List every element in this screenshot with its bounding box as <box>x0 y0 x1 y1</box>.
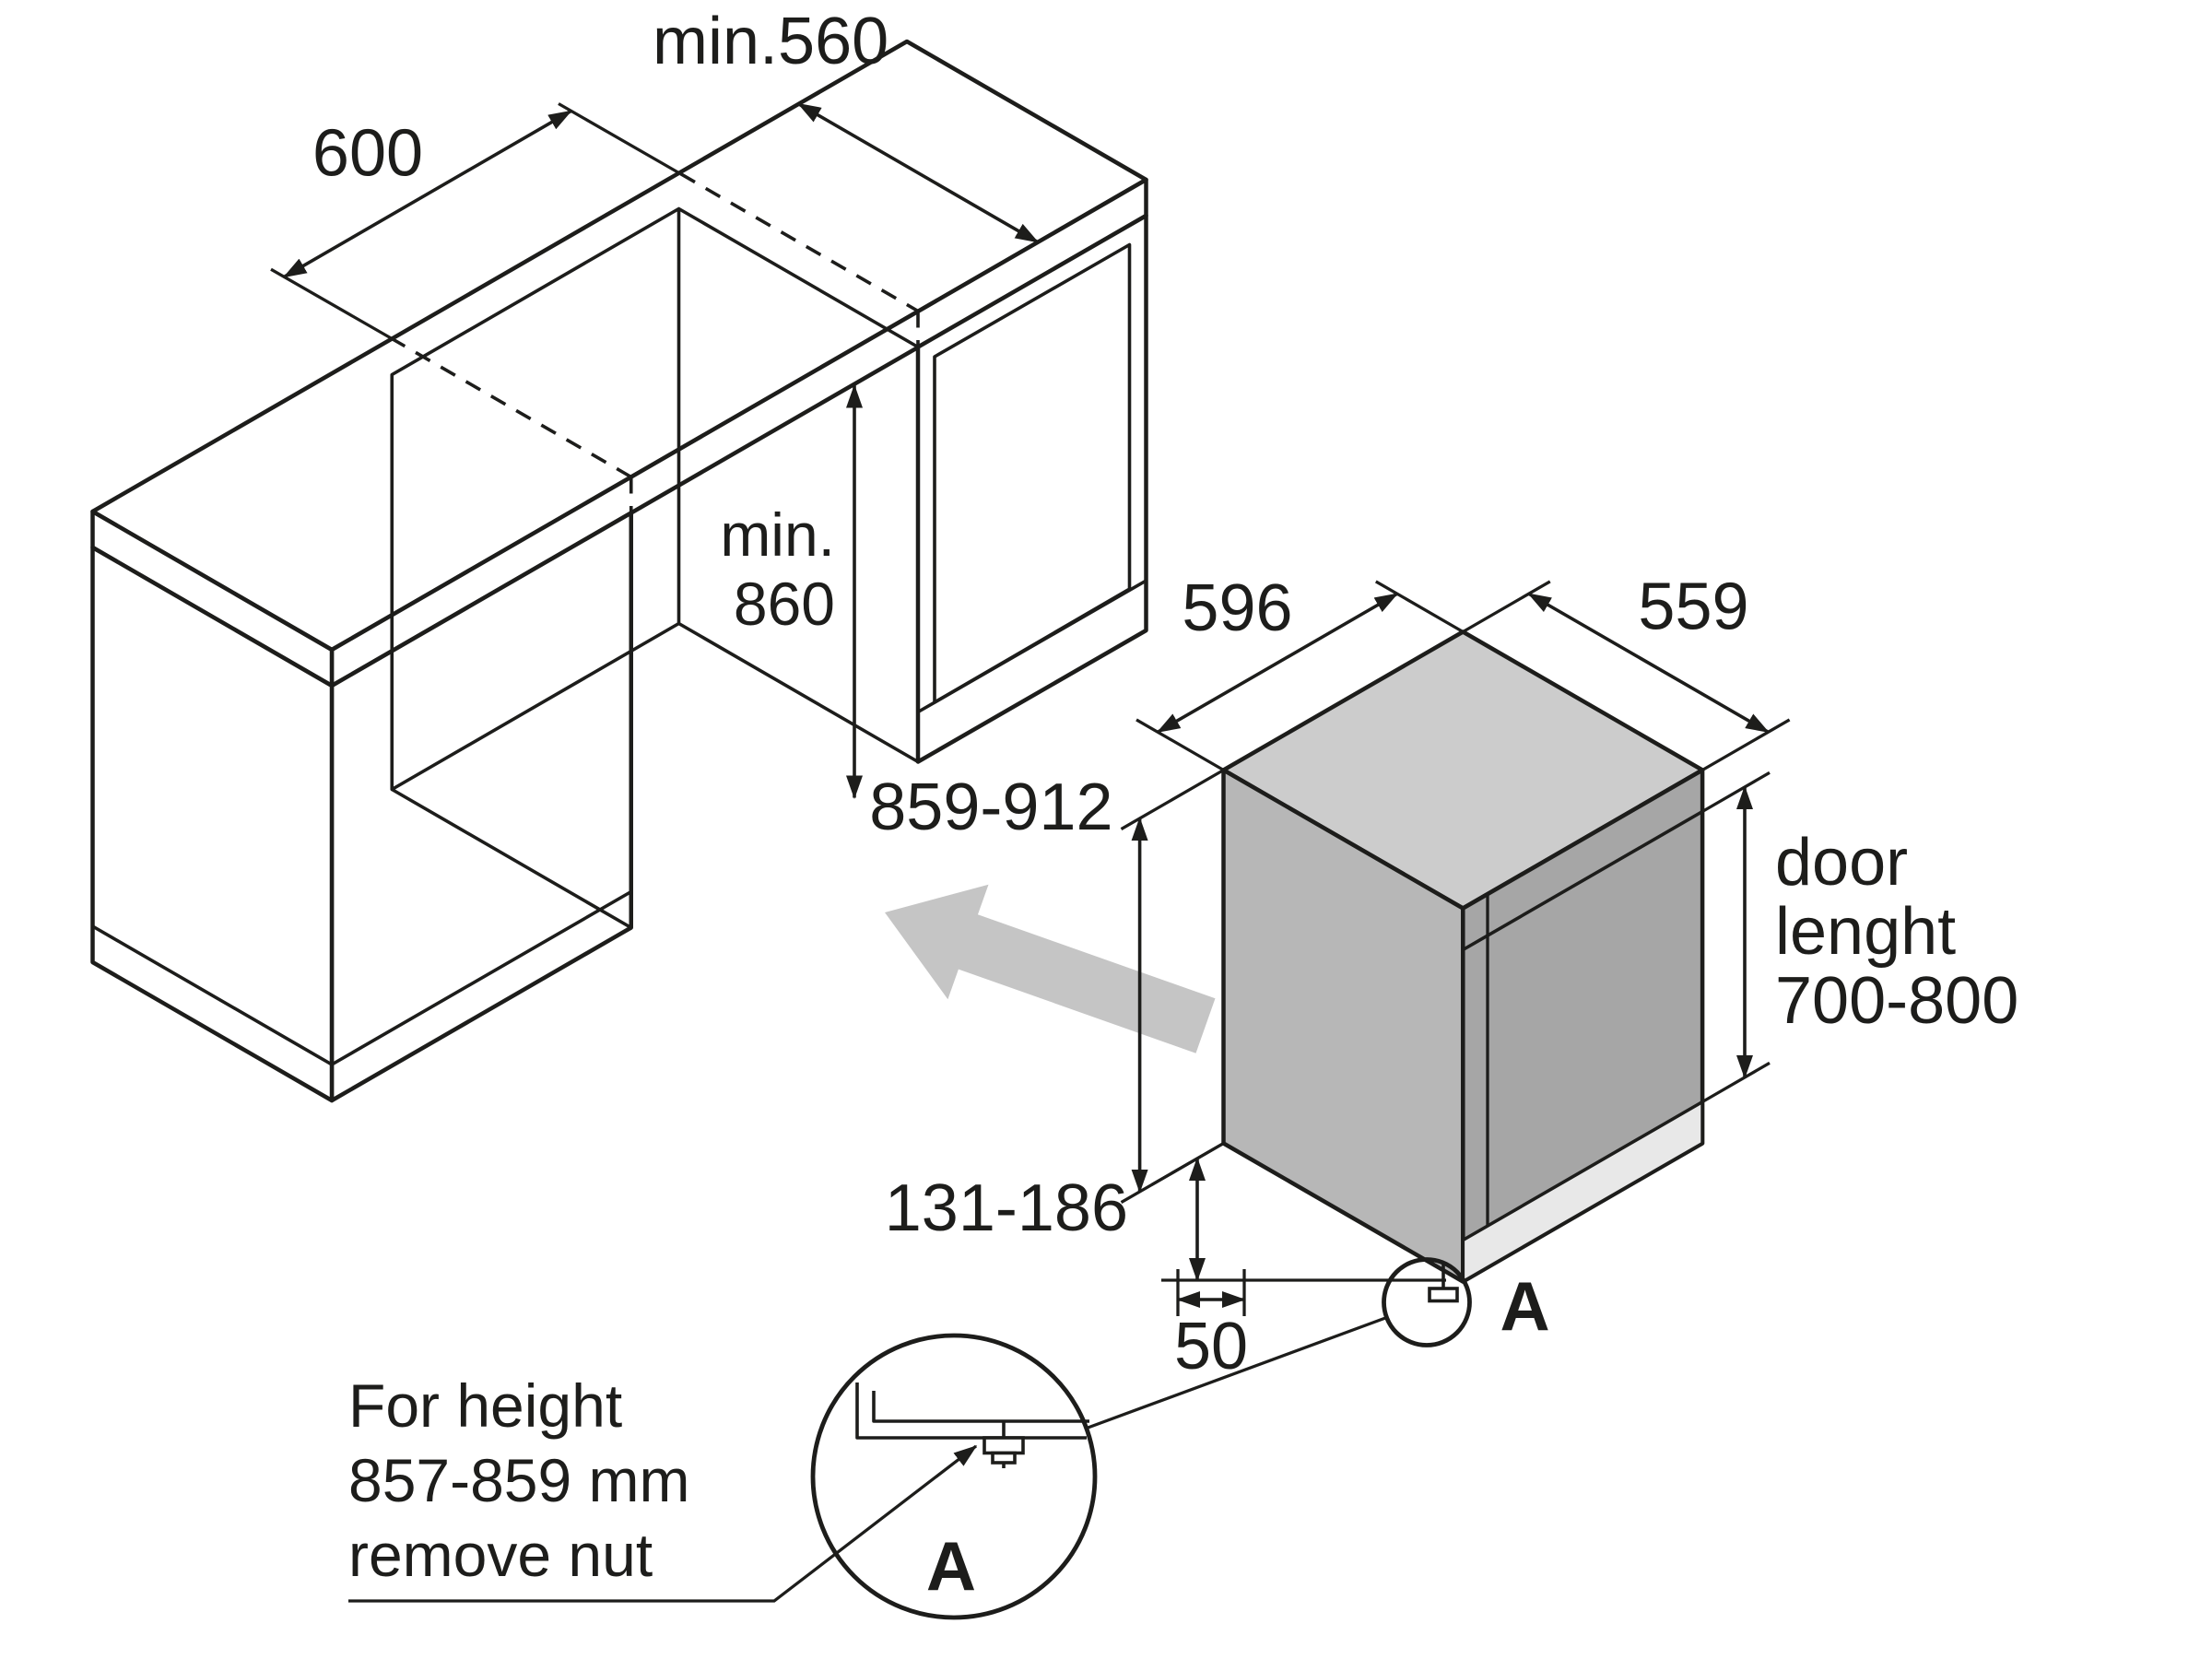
foot-offset-label: 50 <box>1174 1310 1248 1383</box>
nut-body <box>982 1436 1025 1455</box>
detail-panel-corner-inner <box>872 1391 1089 1423</box>
foot-height-label: 131-186 <box>885 1171 1128 1245</box>
dw-width-dimension-line <box>1156 592 1399 734</box>
niche-width-extension-lines <box>270 102 680 340</box>
foot-base <box>1428 1287 1459 1303</box>
door-length-extension-lines <box>1701 771 1771 1103</box>
dw-width-label: 596 <box>1182 571 1292 645</box>
foot-height-extension-line <box>1150 1142 1225 1186</box>
dimension-dishwasher-depth: 559 <box>1462 571 1791 771</box>
dishwasher-kickplate <box>1461 1100 1704 1284</box>
detail-callout: A A For height 857-859 mm remove nut <box>348 1257 1550 1620</box>
niche-depth-label: min.560 <box>653 5 888 78</box>
detail-marker-label: A <box>1500 1267 1550 1345</box>
detail-view-label: A <box>926 1527 976 1605</box>
dw-depth-dimension-line <box>1527 592 1770 734</box>
note-line2: 857-859 mm <box>348 1446 690 1514</box>
right-cabinet-front <box>915 213 1148 764</box>
niche-depth-extension-line <box>677 95 812 174</box>
dimension-foot-height: 131-186 <box>885 1142 1446 1282</box>
niche-depth-dimension-line <box>797 102 1040 244</box>
note-leader-arrow <box>348 1444 978 1603</box>
niche-height-label-line2: 860 <box>734 570 835 638</box>
dimension-door-length: door lenght 700-800 <box>1701 771 2018 1103</box>
door-length-label-line2: lenght <box>1775 895 1956 969</box>
dimension-dishwasher-height: 859-912 <box>869 769 1225 1204</box>
dishwasher <box>1221 629 1705 1303</box>
insertion-direction-arrow <box>885 884 1216 1053</box>
dw-height-label: 859-912 <box>869 771 1112 844</box>
dw-width-extension-lines <box>1135 580 1465 771</box>
door-length-label-line1: door <box>1775 826 1908 900</box>
niche-width-dimension-line <box>282 109 572 279</box>
note-line3: remove nut <box>348 1521 653 1589</box>
dimension-dishwasher-width: 596 <box>1135 571 1465 771</box>
niche-height-label-line1: min. <box>720 500 835 569</box>
detail-marker-circle <box>1382 1257 1472 1347</box>
dw-depth-label: 559 <box>1638 571 1748 644</box>
detail-panel-corner-outer <box>855 1382 1087 1440</box>
dimension-niche-width: 600 <box>270 102 680 340</box>
niche-interior-edges <box>390 206 919 930</box>
niche-width-label: 600 <box>312 117 423 191</box>
dishwasher-foot-detail <box>1428 1264 1459 1303</box>
dimension-niche-height: min. 860 <box>720 384 863 799</box>
left-cabinet-plinth-line <box>91 889 632 1066</box>
detail-leader-line <box>1086 1315 1388 1430</box>
dimension-niche-depth: min.560 <box>653 5 1040 244</box>
door-length-label-line3: 700-800 <box>1775 964 2018 1038</box>
right-cabinet-plinth-line <box>917 579 1147 714</box>
dw-depth-extension-lines <box>1462 580 1791 771</box>
dimension-foot-offset: 50 <box>1174 1269 1248 1383</box>
dishwasher-control-panel-line <box>1462 809 1704 952</box>
nut-washer <box>991 1451 1017 1465</box>
note-line1: For height <box>348 1371 622 1440</box>
detail-view-circle <box>810 1333 1098 1620</box>
nut-detail <box>982 1421 1025 1468</box>
